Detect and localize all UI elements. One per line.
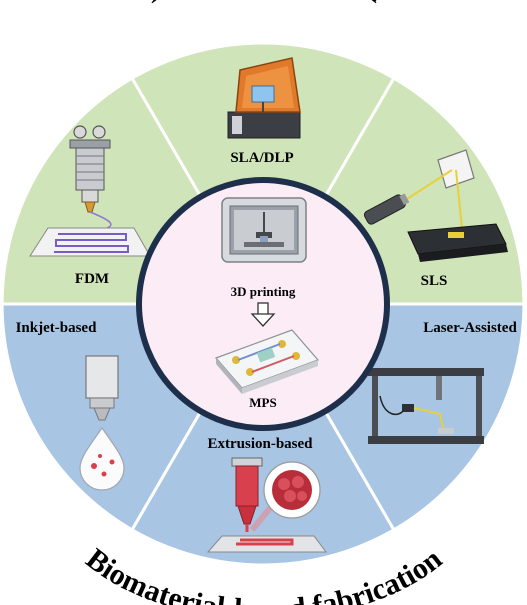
sla-printer-icon <box>227 57 301 139</box>
label-sls: SLS <box>421 273 448 289</box>
down-arrow-icon <box>250 302 276 327</box>
title-top: Device Fabrication <box>136 0 392 9</box>
label-sla: SLA/DLP <box>230 150 293 166</box>
center-bottom-label: MPS <box>249 395 276 410</box>
microfluidic-chip-icon <box>214 329 320 394</box>
inkjet-nozzle-icon <box>79 355 125 491</box>
label-inkjet: Inkjet-based <box>16 320 98 336</box>
label-extrusion: Extrusion-based <box>207 436 313 452</box>
sls-laser-icon <box>363 149 508 262</box>
3d-printer-icon <box>221 197 307 263</box>
center-top-label: 3D printing <box>231 284 296 299</box>
fdm-printhead-icon <box>29 125 151 257</box>
laser-frame-icon <box>368 368 484 444</box>
label-laser: Laser-Assisted <box>423 320 517 336</box>
extrusion-syringe-icon <box>206 457 327 553</box>
label-fdm: FDM <box>75 271 109 287</box>
